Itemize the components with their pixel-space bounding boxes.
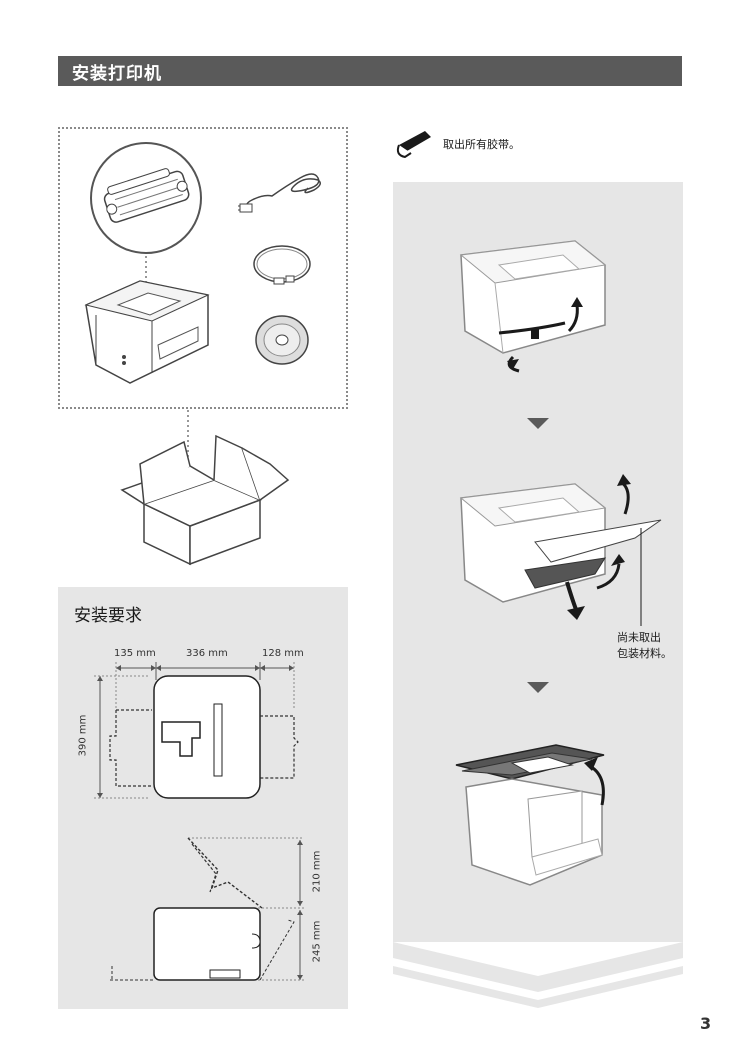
power-cord-illustration [238, 173, 321, 213]
requirements-title: 安装要求 [74, 606, 142, 626]
dim-front-clearance: 245 mm [311, 920, 323, 963]
tape-removal-illustration-1 [459, 240, 607, 373]
dim-left-clearance: 135 mm [114, 648, 156, 659]
open-cover-illustration [455, 744, 605, 886]
callout-line: 尚未取出 包装材料。 [617, 631, 672, 660]
top-view-diagram [94, 662, 299, 799]
section-title: 安装打印机 [72, 64, 162, 84]
side-view-diagram [110, 837, 304, 981]
connector-line [145, 256, 147, 296]
section-header-bar: 安装打印机 [58, 56, 682, 86]
packing-material-illustration [459, 474, 662, 626]
toner-cartridge-illustration [90, 142, 202, 254]
connector-line-box [187, 410, 189, 480]
cardboard-box-illustration [120, 434, 290, 566]
arrow-down-icon-2 [527, 682, 549, 693]
dim-right-clearance: 128 mm [262, 648, 304, 659]
step-instruction: 取出所有胶带。 [443, 138, 520, 151]
packing-material-callout: 尚未取出 包装材料。 [617, 630, 687, 662]
usb-cable-illustration [253, 245, 311, 285]
panel-bottom-chevron [393, 942, 683, 1008]
cd-rom-illustration [255, 315, 309, 365]
printer-illustration [84, 280, 210, 384]
page-number: 3 [700, 1014, 712, 1033]
arrow-down-icon [527, 418, 549, 429]
dim-printer-width: 336 mm [186, 648, 228, 659]
dim-top-clearance: 210 mm [311, 850, 323, 893]
dim-depth: 390 mm [77, 714, 89, 757]
tape-icon [396, 131, 431, 159]
package-contents-box [58, 127, 348, 409]
